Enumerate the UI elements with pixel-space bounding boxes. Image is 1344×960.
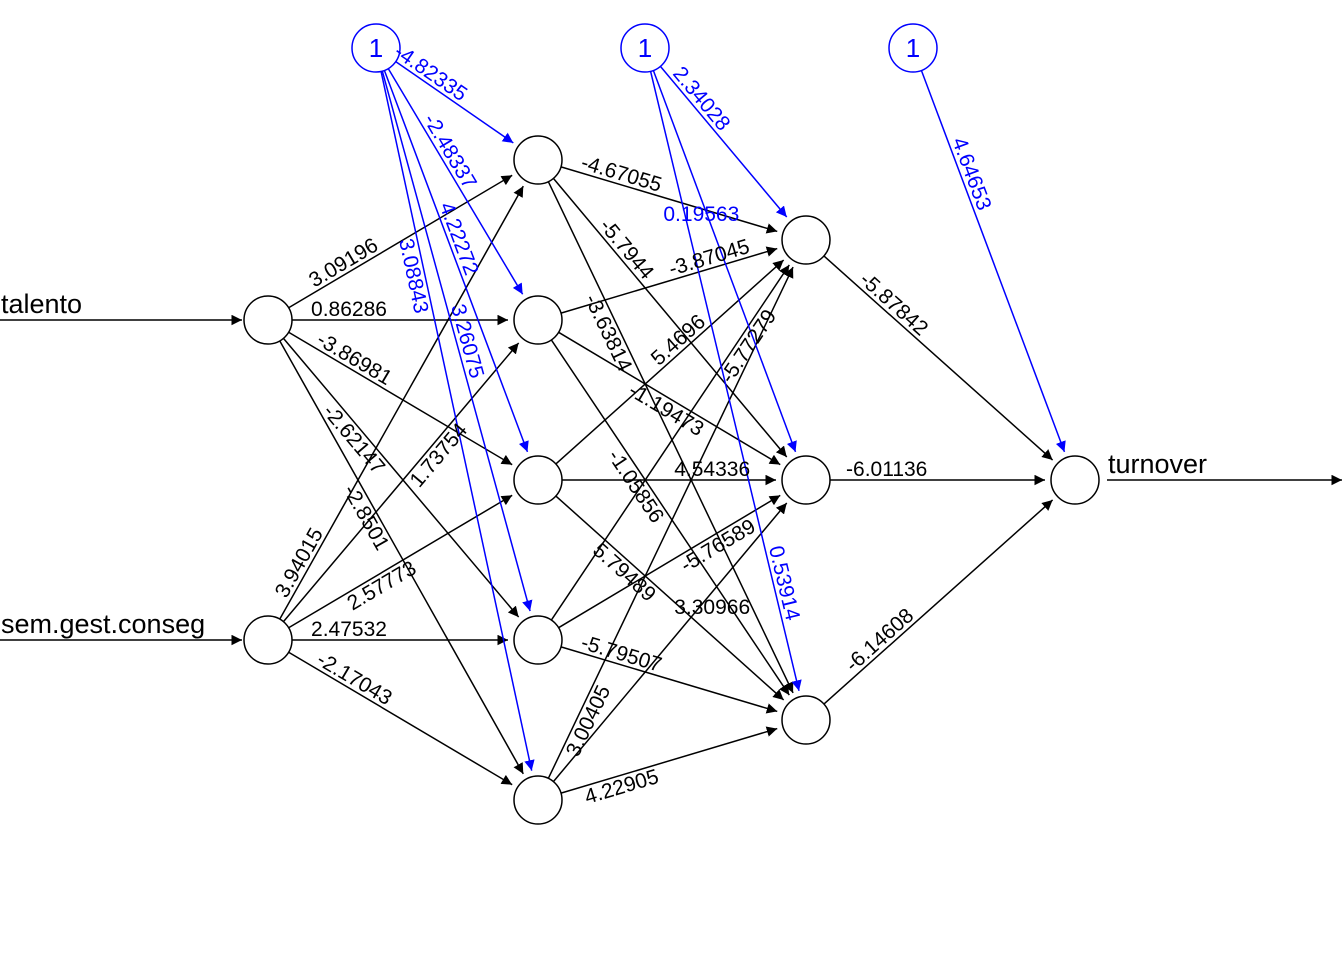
edge-weight-label: 3.26075 [446,302,488,381]
edge-b1-h1_5 [380,71,535,771]
edge-weight-label: -5.87842 [855,268,932,340]
edge-weight-label: -5.7944 [595,215,659,285]
edge-weight-label: -3.87045 [666,235,752,281]
edge-weight-label: 0.86286 [311,298,387,321]
edge-weight-label: 0.53914 [764,544,804,623]
edge-h1_5-h2_1 [547,266,794,779]
neuron-node-o1 [1050,455,1100,505]
edge-h1_1-h2_3 [547,181,794,694]
edge-weight-label: -5.79507 [578,631,664,677]
edge-i2-h1_3 [288,494,513,629]
edge-h1_5-h2_3 [560,726,778,794]
edge-weight-label: -6.14608 [841,604,918,676]
edge-h2_1-o1 [823,255,1054,461]
edge-i1-h1_3 [288,331,513,466]
edge-weight-label: 3.94015 [271,524,328,601]
edge-weight-label: 0.19563 [663,203,739,226]
edge-weight-label: 5.79489 [588,539,660,607]
edge-weight-label: 4.22905 [582,765,661,809]
edge-h1_5-h2_2 [552,502,788,783]
edge-weight-label: 3.30966 [674,596,750,619]
neuron-node-h2_2 [781,455,831,505]
edge-b1-h1_2 [387,68,524,295]
bias-node-label: 1 [369,33,383,63]
neuron-node-h1_3 [513,455,563,505]
edge-weight-label: 3.09196 [305,234,382,292]
edge-weight-label: -4.67055 [578,151,664,197]
edge-h1_3-h2_3 [555,495,785,701]
neuron-node-h1_4 [513,615,563,665]
neuron-node-i2 [243,615,293,665]
edge-weight-label: -2.48337 [419,110,481,193]
edge-b2-h2_1 [659,65,788,218]
neuron-node-h1_2 [513,295,563,345]
edge-h1_4-h2_1 [550,264,790,621]
edge-weight-label: -6.01136 [846,458,927,481]
edge-weight-label: -2.17043 [313,648,396,710]
edge-b2-h2_2 [652,70,797,453]
input-label: sem.gest.conseg [1,609,205,639]
neuron-node-h2_3 [781,695,831,745]
edge-b2-h2_3 [649,71,802,692]
edge-h1_2-h2_3 [550,339,790,696]
edge-h1_4-h2_2 [558,494,781,629]
edge-weight-label: 4.64653 [947,134,995,213]
edge-i2-h1_2 [282,342,520,623]
edge-weight-label: -3.63814 [580,291,637,376]
bias-node-b1 [351,23,401,73]
edge-weight-label: 3.08843 [394,236,432,315]
bias-node-label: 1 [906,33,920,63]
edge-h1_2-h2_2 [558,331,781,466]
edge-weight-label: -2.62147 [318,400,389,478]
edge-h2_3-o1 [823,499,1054,705]
edge-weight-label: 2.57773 [343,557,420,615]
edge-b1-h1_3 [383,70,529,453]
edge-weight-label: 4.22272 [435,199,483,278]
edge-weight-label: -3.86981 [313,328,396,390]
edge-i2-h1_5 [288,651,513,786]
edge-weight-label: 4.54336 [674,458,750,481]
edge-weight-label: -2.8501 [338,481,393,554]
edge-weight-label: -1.19473 [625,379,708,441]
edge-weight-label: 3.00405 [562,682,616,760]
bias-node-b2 [620,23,670,73]
edge-b3-o1 [920,70,1066,453]
neuron-node-h1_1 [513,135,563,185]
edge-h1_3-h2_1 [555,259,785,465]
edge-weight-label: 2.47532 [311,618,387,641]
edge-i1-h1_1 [288,174,513,309]
edge-b1-h1_1 [395,61,514,144]
neuron-node-h1_5 [513,775,563,825]
neuron-node-i1 [243,295,293,345]
output-label: turnover [1108,449,1207,479]
edge-weight-label: -5.77279 [716,306,781,388]
edge-h1_4-h2_3 [560,646,778,714]
edge-b1-h1_4 [381,70,533,612]
bias-node-b3 [888,23,938,73]
edge-weight-label: 5.4696 [647,310,710,370]
edge-weight-label: 2.34028 [668,62,734,135]
bias-node-label: 1 [638,33,652,63]
neuron-node-h2_1 [781,215,831,265]
edge-weight-label: -4.82335 [390,40,471,106]
edge-i1-h1_5 [279,340,524,775]
edge-i2-h1_1 [279,185,524,620]
input-label: talento [1,289,82,319]
edge-weight-label: -1.05856 [603,446,668,528]
edge-h1_1-h2_1 [560,166,778,234]
edge-h1_2-h2_1 [560,246,778,314]
edge-h1_1-h2_2 [552,177,788,458]
edge-i1-h1_4 [282,337,520,618]
edge-weight-label: 1.73754 [406,419,473,492]
